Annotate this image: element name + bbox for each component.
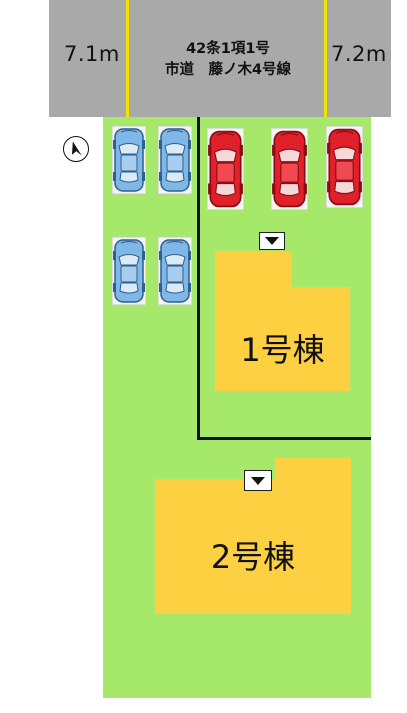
- road-boundary-line-right: [324, 0, 327, 117]
- building-1-notch: [215, 251, 292, 291]
- parking-car-icon: [326, 126, 363, 208]
- road-classification: 42条1項1号: [186, 41, 270, 57]
- parking-car-icon: [158, 236, 192, 306]
- lot-divider-vertical: [197, 117, 200, 439]
- lot-divider-horizontal: [197, 437, 371, 440]
- parking-car-icon: [158, 125, 192, 195]
- building-1-label: 1号棟: [240, 331, 325, 369]
- road-width-right: 7.2m: [331, 42, 387, 66]
- parking-car-icon: [112, 125, 146, 195]
- road-boundary-line-left: [126, 0, 129, 117]
- building-2-label: 2号棟: [210, 538, 296, 576]
- parking-car-icon: [207, 128, 244, 210]
- parking-car-icon: [112, 236, 146, 306]
- building-2-left: [155, 479, 280, 614]
- building-2-right: [275, 458, 351, 614]
- road: [49, 0, 391, 117]
- north-arrow-icon: [63, 136, 89, 162]
- building-1: [215, 287, 350, 391]
- entrance-marker-icon: [244, 470, 272, 491]
- entrance-marker-icon: [259, 232, 285, 250]
- parking-car-icon: [271, 128, 308, 210]
- road-name: 市道 藤ノ木4号線: [164, 62, 292, 78]
- road-width-left: 7.1m: [64, 42, 120, 66]
